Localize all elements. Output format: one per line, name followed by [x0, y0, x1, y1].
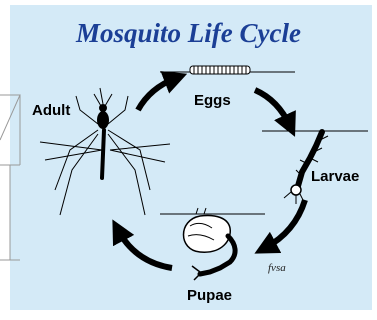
background-panel: [10, 5, 372, 310]
stage-label-pupae: Pupae: [187, 287, 232, 304]
artist-signature: fvsa: [268, 262, 286, 274]
stage-label-eggs: Eggs: [194, 92, 231, 109]
stage-label-larvae: Larvae: [311, 168, 359, 185]
stage-label-adult: Adult: [32, 102, 70, 119]
diagram-title: Mosquito Life Cycle: [0, 18, 377, 49]
